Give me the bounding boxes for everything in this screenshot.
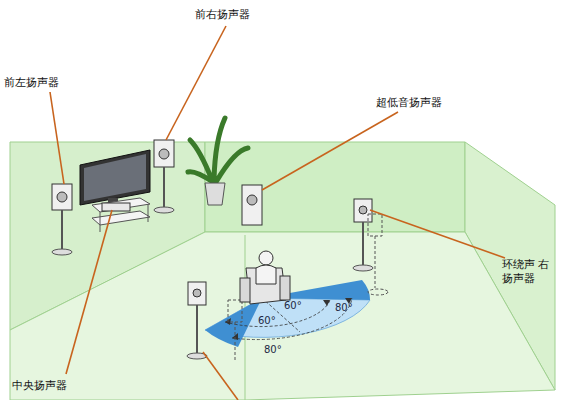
stand-base bbox=[154, 207, 174, 213]
tv-screen bbox=[80, 150, 150, 205]
leader-line bbox=[370, 210, 505, 258]
listener-head bbox=[259, 251, 273, 265]
leader-line bbox=[166, 26, 226, 140]
rack-leg bbox=[148, 204, 149, 222]
speaker-label: 前右扬声器 bbox=[195, 8, 275, 22]
speaker-label: 环绕声 右扬声器 bbox=[502, 258, 558, 286]
leader-line bbox=[262, 112, 398, 190]
tv-rack bbox=[92, 211, 150, 225]
leader-line bbox=[203, 352, 238, 400]
armchair-arm bbox=[280, 276, 290, 300]
back-wall bbox=[205, 142, 465, 232]
speaker-stand bbox=[196, 305, 198, 353]
speaker-stand bbox=[163, 167, 165, 208]
speaker-label: 超低音扬声器 bbox=[376, 96, 466, 110]
plant-pot bbox=[205, 183, 225, 205]
listener-body bbox=[256, 265, 276, 284]
leader-line bbox=[50, 92, 64, 184]
speaker-cone bbox=[159, 149, 169, 159]
angle-label: 80° bbox=[335, 301, 375, 315]
leader-line bbox=[66, 210, 112, 374]
surround-right-speaker bbox=[354, 199, 372, 222]
speaker-stand bbox=[362, 222, 364, 266]
plant bbox=[188, 118, 248, 182]
leader-lines bbox=[50, 26, 505, 400]
arrow-head bbox=[323, 300, 330, 306]
alt-position bbox=[368, 214, 382, 236]
speaker-label: 中央扬声器 bbox=[12, 379, 92, 393]
stand-base bbox=[52, 249, 72, 255]
rack-leg bbox=[100, 212, 101, 232]
alt-position bbox=[235, 322, 236, 360]
floor bbox=[10, 232, 555, 400]
speaker-label: 前左扬声器 bbox=[4, 76, 84, 90]
front-left-speaker bbox=[52, 184, 72, 210]
alt-position bbox=[375, 236, 376, 288]
angle-label: 60° bbox=[284, 299, 324, 313]
armchair-arm bbox=[240, 278, 250, 302]
speaker-cone bbox=[247, 195, 257, 205]
speaker-cone bbox=[57, 192, 67, 202]
front-right-speaker bbox=[154, 140, 174, 167]
center-speaker bbox=[102, 203, 130, 211]
speaker-cone bbox=[193, 289, 201, 297]
speaker-stand bbox=[61, 210, 63, 250]
angle-arc bbox=[225, 300, 330, 327]
tv-screen bbox=[84, 154, 146, 201]
subwoofer bbox=[242, 185, 262, 225]
stand-base bbox=[353, 265, 373, 271]
angle-label: 80° bbox=[264, 343, 304, 357]
tv-rack bbox=[92, 198, 150, 212]
alt-position bbox=[368, 289, 388, 295]
angle-label: 60° bbox=[258, 314, 298, 328]
alt-position bbox=[228, 300, 242, 322]
speaker-cone bbox=[359, 206, 367, 214]
surround-left-speaker bbox=[188, 282, 206, 305]
